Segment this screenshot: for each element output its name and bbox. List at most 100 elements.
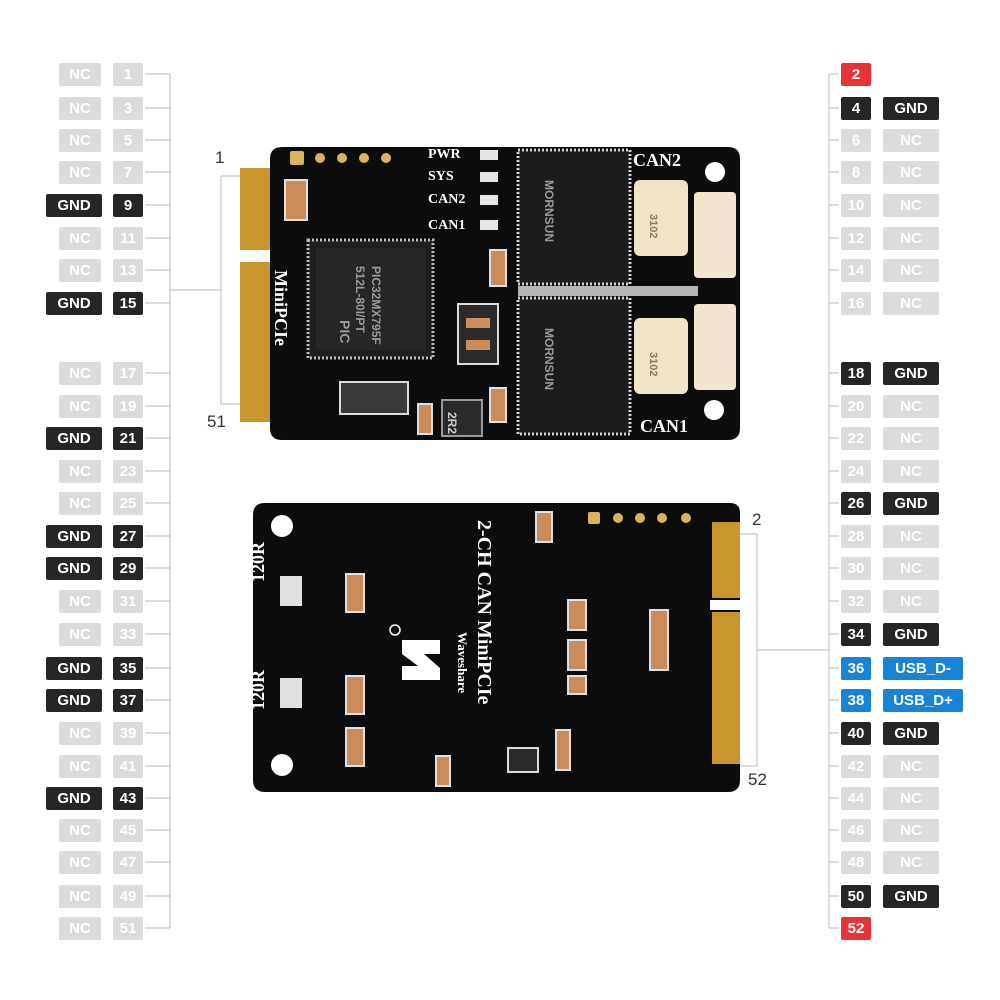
right-pin-number: 32 <box>841 589 871 613</box>
right-pin-signal-label: NC <box>883 459 939 483</box>
left-pin-number: 29 <box>113 556 143 580</box>
right-pin-signal-label: NC <box>883 291 939 315</box>
left-pin-signal-label: GND <box>46 786 102 810</box>
right-pin-number: 2 <box>841 62 871 86</box>
right-pin-number: 18 <box>841 361 871 385</box>
right-pin-number: 36 <box>841 656 871 680</box>
left-pin-signal-label: NC <box>59 160 101 184</box>
left-pin-number: 23 <box>113 459 143 483</box>
connector-side-label-can1: HL <box>737 384 748 397</box>
right-pin-number: 20 <box>841 394 871 418</box>
left-pin-number: 15 <box>113 291 143 315</box>
right-pin-number: 22 <box>841 426 871 450</box>
led-label-pwr: PWR <box>428 147 462 162</box>
bottom-header-pads <box>588 512 691 524</box>
isolation-module-can2 <box>516 148 632 286</box>
right-pin-signal-label: NC <box>883 394 939 418</box>
right-pin-signal-label: GND <box>883 491 939 515</box>
right-pin-leader-lines <box>740 74 830 928</box>
right-pin-signal-label: NC <box>883 524 939 548</box>
left-pin-number: 17 <box>113 361 143 385</box>
minipcie-silk-label: MiniPCIe <box>271 270 291 346</box>
module-gap <box>518 286 698 296</box>
iso-module-text-can2: MORNSUN <box>542 180 556 242</box>
termination-resistor-label-2: 120R <box>248 669 268 710</box>
right-pin-signal-label: NC <box>883 850 939 874</box>
right-pin-number: 38 <box>841 688 871 712</box>
top-header-pads <box>290 151 391 165</box>
bottom-passives <box>280 511 669 787</box>
right-pin-number: 44 <box>841 786 871 810</box>
bottom-board: 2-CH CAN MiniPCIe Waveshare 120R 120R <box>248 503 740 792</box>
left-pin-number: 31 <box>113 589 143 613</box>
can1-connector[interactable] <box>694 304 736 390</box>
left-pin-signal-label: GND <box>46 556 102 580</box>
left-pin-number: 45 <box>113 818 143 842</box>
left-pin-number: 47 <box>113 850 143 874</box>
left-pin-number: 13 <box>113 258 143 282</box>
left-pin-signal-label: NC <box>59 361 101 385</box>
right-pin-number: 4 <box>841 96 871 120</box>
transformer-can2 <box>634 180 688 256</box>
left-pin-number: 5 <box>113 128 143 152</box>
left-pin-signal-label: GND <box>46 193 102 217</box>
right-pin-number: 48 <box>841 850 871 874</box>
right-pin-signal-label: NC <box>883 258 939 282</box>
right-pin-number: 26 <box>841 491 871 515</box>
left-pin-leader-lines <box>169 74 240 928</box>
right-pin-signal-label: NC <box>883 128 939 152</box>
right-pin-number: 24 <box>841 459 871 483</box>
left-pin-signal-label: NC <box>59 226 101 250</box>
left-pin-signal-label: NC <box>59 754 101 778</box>
right-pin-number: 14 <box>841 258 871 282</box>
right-pin-number: 52 <box>841 916 871 940</box>
right-pin-ticks <box>829 73 839 929</box>
right-pin-signal-label: USB_D- <box>883 656 963 680</box>
can2-silk-label: CAN2 <box>633 150 681 170</box>
right-pin-number: 34 <box>841 622 871 646</box>
termination-resistor-label-1: 120R <box>248 541 268 582</box>
left-pin-ticks <box>145 73 170 929</box>
isolation-module-can1 <box>516 296 632 436</box>
left-pin-signal-label: GND <box>46 524 102 548</box>
right-pin-signal-label: NC <box>883 226 939 250</box>
left-pin-signal-label: GND <box>46 426 102 450</box>
left-pin-signal-label: NC <box>59 394 101 418</box>
inductor-text: 2R2 <box>445 412 459 434</box>
right-pin-signal-label: GND <box>883 622 939 646</box>
bottom-edge-end-number: 52 <box>748 770 767 789</box>
mcu-part-number: PIC32MX795F <box>369 266 383 345</box>
top-mount-hole <box>704 400 724 420</box>
left-pin-signal-label: NC <box>59 491 101 515</box>
left-pin-number: 37 <box>113 688 143 712</box>
right-pin-signal-label: NC <box>883 160 939 184</box>
right-pin-signal-label: NC <box>883 556 939 580</box>
left-pin-number: 41 <box>113 754 143 778</box>
left-pin-number: 1 <box>113 62 143 86</box>
top-edge-start-number: 1 <box>215 148 225 167</box>
right-pin-signal-label: 3.3V <box>895 919 927 937</box>
right-pin-signal-label: NC <box>883 589 939 613</box>
left-pin-number: 51 <box>113 916 143 940</box>
top-passives <box>284 179 507 437</box>
bottom-board-gold-fingers <box>712 522 740 764</box>
top-board: PWR SYS CAN2 CAN1 CAN2 CAN1 MiniPCIe PIC… <box>240 147 748 440</box>
can1-silk-label: CAN1 <box>640 416 688 436</box>
can2-connector[interactable] <box>694 192 736 278</box>
left-pin-number: 21 <box>113 426 143 450</box>
left-pin-signal-label: NC <box>59 96 101 120</box>
bottom-mount-hole <box>271 515 293 537</box>
right-pin-number: 8 <box>841 160 871 184</box>
left-pin-signal-label: NC <box>59 459 101 483</box>
left-pin-number: 49 <box>113 884 143 908</box>
right-pin-number: 30 <box>841 556 871 580</box>
right-pin-signal-label: NC <box>883 786 939 810</box>
right-pin-signal-label: USB_D+ <box>883 688 963 712</box>
led-label-sys: SYS <box>428 169 454 184</box>
top-edge-end-number: 51 <box>207 412 226 431</box>
left-pin-signal-label: NC <box>59 258 101 282</box>
mcu-chip <box>306 238 435 360</box>
transformer-can1 <box>634 318 688 394</box>
left-pin-number: 25 <box>113 491 143 515</box>
right-pin-number: 16 <box>841 291 871 315</box>
